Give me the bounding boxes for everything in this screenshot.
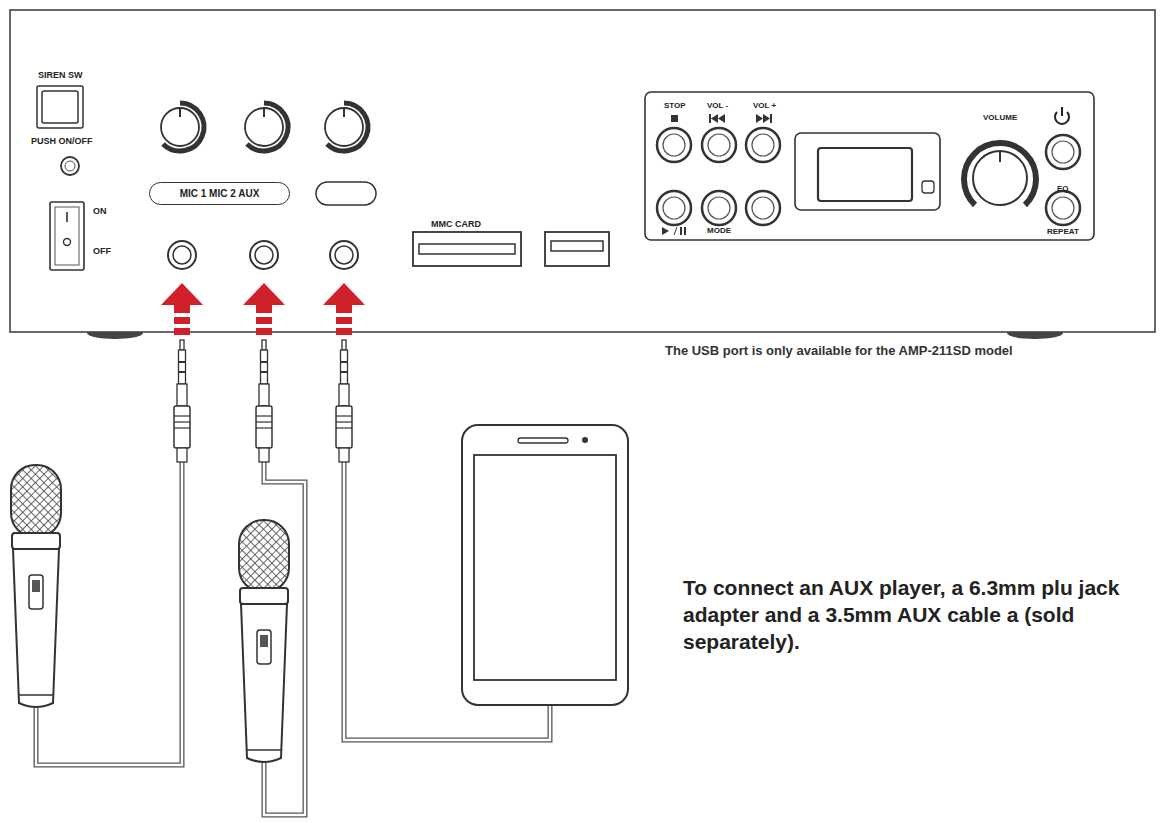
button-label: VOL - (707, 101, 728, 110)
label-strip: MIC 1 MIC 2 AUX (149, 182, 290, 205)
button-label: STOP (664, 101, 686, 110)
slot-label: MMC CARD (431, 219, 481, 229)
switch-label: OFF (93, 246, 111, 256)
button-label: VOL + (753, 101, 776, 110)
knob-label: VOLUME (983, 113, 1017, 122)
strip-text: MIC 1 MIC 2 AUX (180, 188, 260, 199)
instruction-text: To connect an AUX player, a 6.3mm plu ja… (683, 574, 1153, 655)
button-label: MODE (707, 226, 731, 235)
button-label: REPEAT (1047, 227, 1079, 236)
button-label: EQ (1057, 184, 1069, 193)
switch-label: PUSH ON/OFF (31, 136, 93, 146)
note-text: The USB port is only available for the A… (665, 344, 1013, 359)
switch-label: SIREN SW (38, 70, 83, 80)
switch-label: ON (93, 206, 107, 216)
